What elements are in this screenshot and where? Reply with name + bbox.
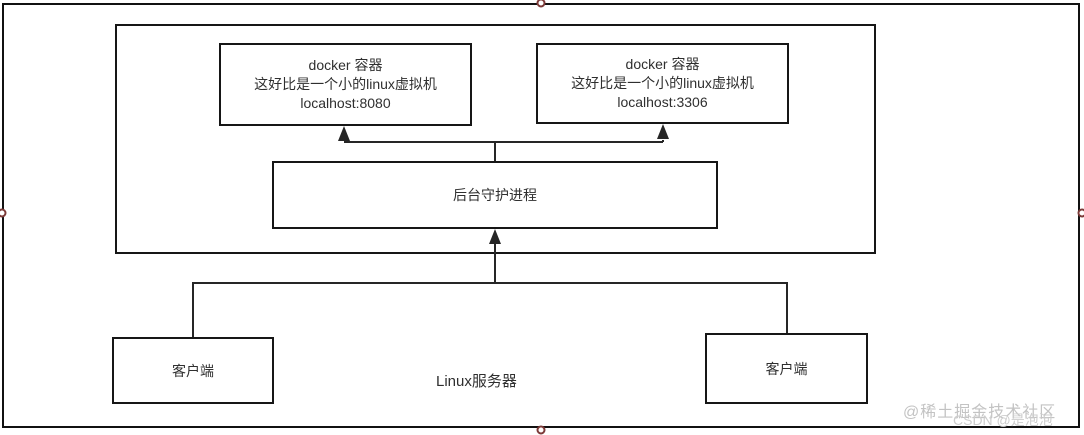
client-right-label: 客户端	[765, 360, 808, 377]
client-box-right: 客户端	[705, 333, 868, 404]
docker-container-box-3306: docker 容器 这好比是一个小的linux虚拟机 localhost:330…	[536, 43, 789, 124]
docker-box-title: docker 容器	[308, 57, 383, 73]
anchor-handle-left	[0, 208, 7, 218]
clients-bus-connector	[192, 282, 788, 337]
arrowhead-right-container	[657, 124, 669, 139]
daemon-box: 后台守护进程	[272, 161, 718, 229]
anchor-handle-bottom	[536, 425, 546, 435]
client-left-label: 客户端	[172, 362, 214, 379]
arrowhead-left-container	[338, 126, 350, 141]
docker-box-subtitle: 这好比是一个小的linux虚拟机	[571, 75, 754, 91]
daemon-to-containers-connector	[344, 141, 663, 161]
linux-server-label: Linux服务器	[436, 373, 517, 390]
anchor-handle-top	[536, 0, 546, 8]
client-box-left: 客户端	[112, 337, 274, 404]
daemon-label: 后台守护进程	[453, 187, 537, 203]
arrowhead-daemon	[489, 229, 501, 244]
docker-box-address: localhost:3306	[617, 94, 708, 110]
anchor-handle-right	[1077, 208, 1084, 218]
docker-container-box-8080: docker 容器 这好比是一个小的linux虚拟机 localhost:808…	[219, 43, 472, 126]
docker-box-address: localhost:8080	[300, 95, 391, 111]
docker-box-subtitle: 这好比是一个小的linux虚拟机	[254, 76, 437, 92]
docker-box-title: docker 容器	[625, 56, 700, 72]
